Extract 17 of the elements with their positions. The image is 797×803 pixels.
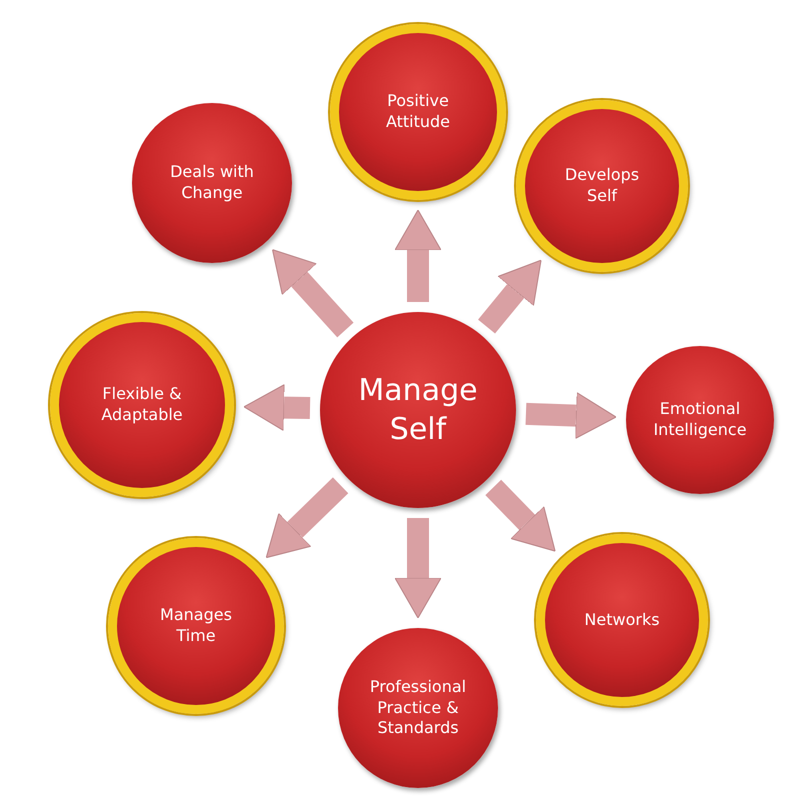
node-label: Networks bbox=[583, 610, 661, 630]
node-label: Manage Self bbox=[357, 372, 479, 449]
node-label: Deals with Change bbox=[169, 162, 255, 204]
node-label: Manages Time bbox=[159, 605, 233, 647]
node-label: Flexible & Adaptable bbox=[100, 384, 184, 426]
arrow bbox=[526, 392, 617, 440]
arrow bbox=[272, 249, 354, 338]
node-label: Professional Practice & Standards bbox=[368, 676, 468, 740]
arrow bbox=[243, 384, 310, 432]
node-label: Positive Attitude bbox=[384, 91, 452, 133]
arrow bbox=[478, 260, 542, 334]
arrow bbox=[485, 480, 556, 552]
arrow bbox=[394, 210, 442, 302]
arrow bbox=[394, 518, 442, 618]
node-label: Develops Self bbox=[564, 165, 640, 207]
arrow bbox=[266, 477, 348, 558]
node-label: Emotional Intelligence bbox=[652, 399, 748, 441]
